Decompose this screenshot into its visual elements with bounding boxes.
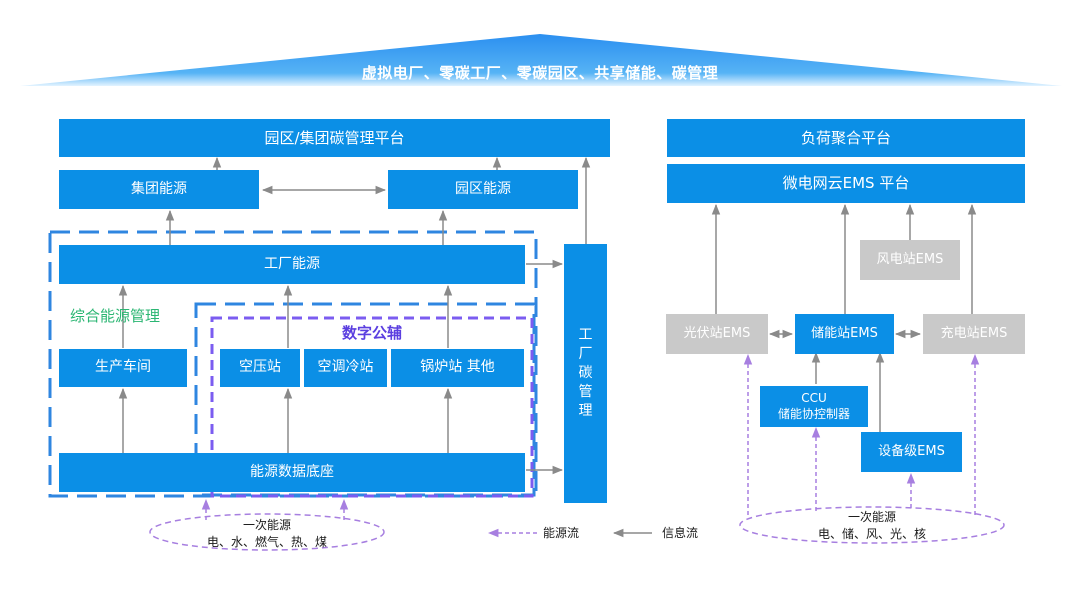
digital-utility-label: 数字公辅 — [342, 324, 403, 342]
legend-energy-flow: 能源流 — [543, 526, 580, 540]
factory-carbon-char: 厂 — [578, 346, 593, 363]
device-level-ems: 设备级EMS — [861, 432, 962, 472]
integrated-energy-label: 综合能源管理 — [70, 307, 161, 325]
factory-energy-box: 工厂能源 — [59, 245, 525, 284]
group-energy-box: 集团能源 — [59, 170, 259, 209]
pv-station-ems: 光伏站EMS — [666, 314, 768, 354]
factory-carbon-char: 工 — [578, 327, 593, 344]
legend-info-flow: 信息流 — [662, 526, 699, 540]
energy-data-base-box: 能源数据底座 — [59, 453, 525, 492]
ccu-label: CCU — [801, 390, 827, 405]
load-aggregation-platform: 负荷聚合平台 — [667, 119, 1025, 157]
factory-carbon-management-box: 工 厂 碳 管 理 — [564, 244, 607, 503]
hvac-cooling-box: 空调冷站 — [304, 349, 387, 387]
factory-carbon-char: 管 — [578, 383, 593, 400]
left-primary-energy-items: 电、水、燃气、热、煤 — [206, 535, 327, 549]
factory-carbon-char: 碳 — [578, 365, 593, 382]
charging-station-ems: 充电站EMS — [923, 314, 1025, 354]
right-primary-energy-title: 一次能源 — [847, 510, 896, 524]
banner-title: 虚拟电厂、零碳工厂、零碳园区、共享储能、碳管理 — [361, 64, 719, 82]
air-compressor-box: 空压站 — [220, 349, 300, 387]
boiler-other-box: 锅炉站 其他 — [391, 349, 524, 387]
microgrid-cloud-ems-platform: 微电网云EMS 平台 — [667, 164, 1025, 203]
factory-carbon-char: 理 — [578, 402, 593, 419]
park-energy-box: 园区能源 — [388, 170, 578, 209]
ccu-sub-label: 储能协控制器 — [777, 406, 850, 421]
right-primary-energy-items: 电、储、风、光、核 — [817, 527, 926, 541]
park-group-carbon-platform: 园区/集团碳管理平台 — [59, 119, 610, 157]
ccu-storage-controller: CCU 储能协控制器 — [760, 386, 868, 427]
storage-station-ems: 储能站EMS — [795, 314, 894, 354]
production-workshop-box: 生产车间 — [59, 349, 187, 387]
left-primary-energy-title: 一次能源 — [242, 518, 291, 532]
wind-station-ems: 风电站EMS — [860, 240, 960, 280]
banner-shape — [20, 34, 1062, 86]
